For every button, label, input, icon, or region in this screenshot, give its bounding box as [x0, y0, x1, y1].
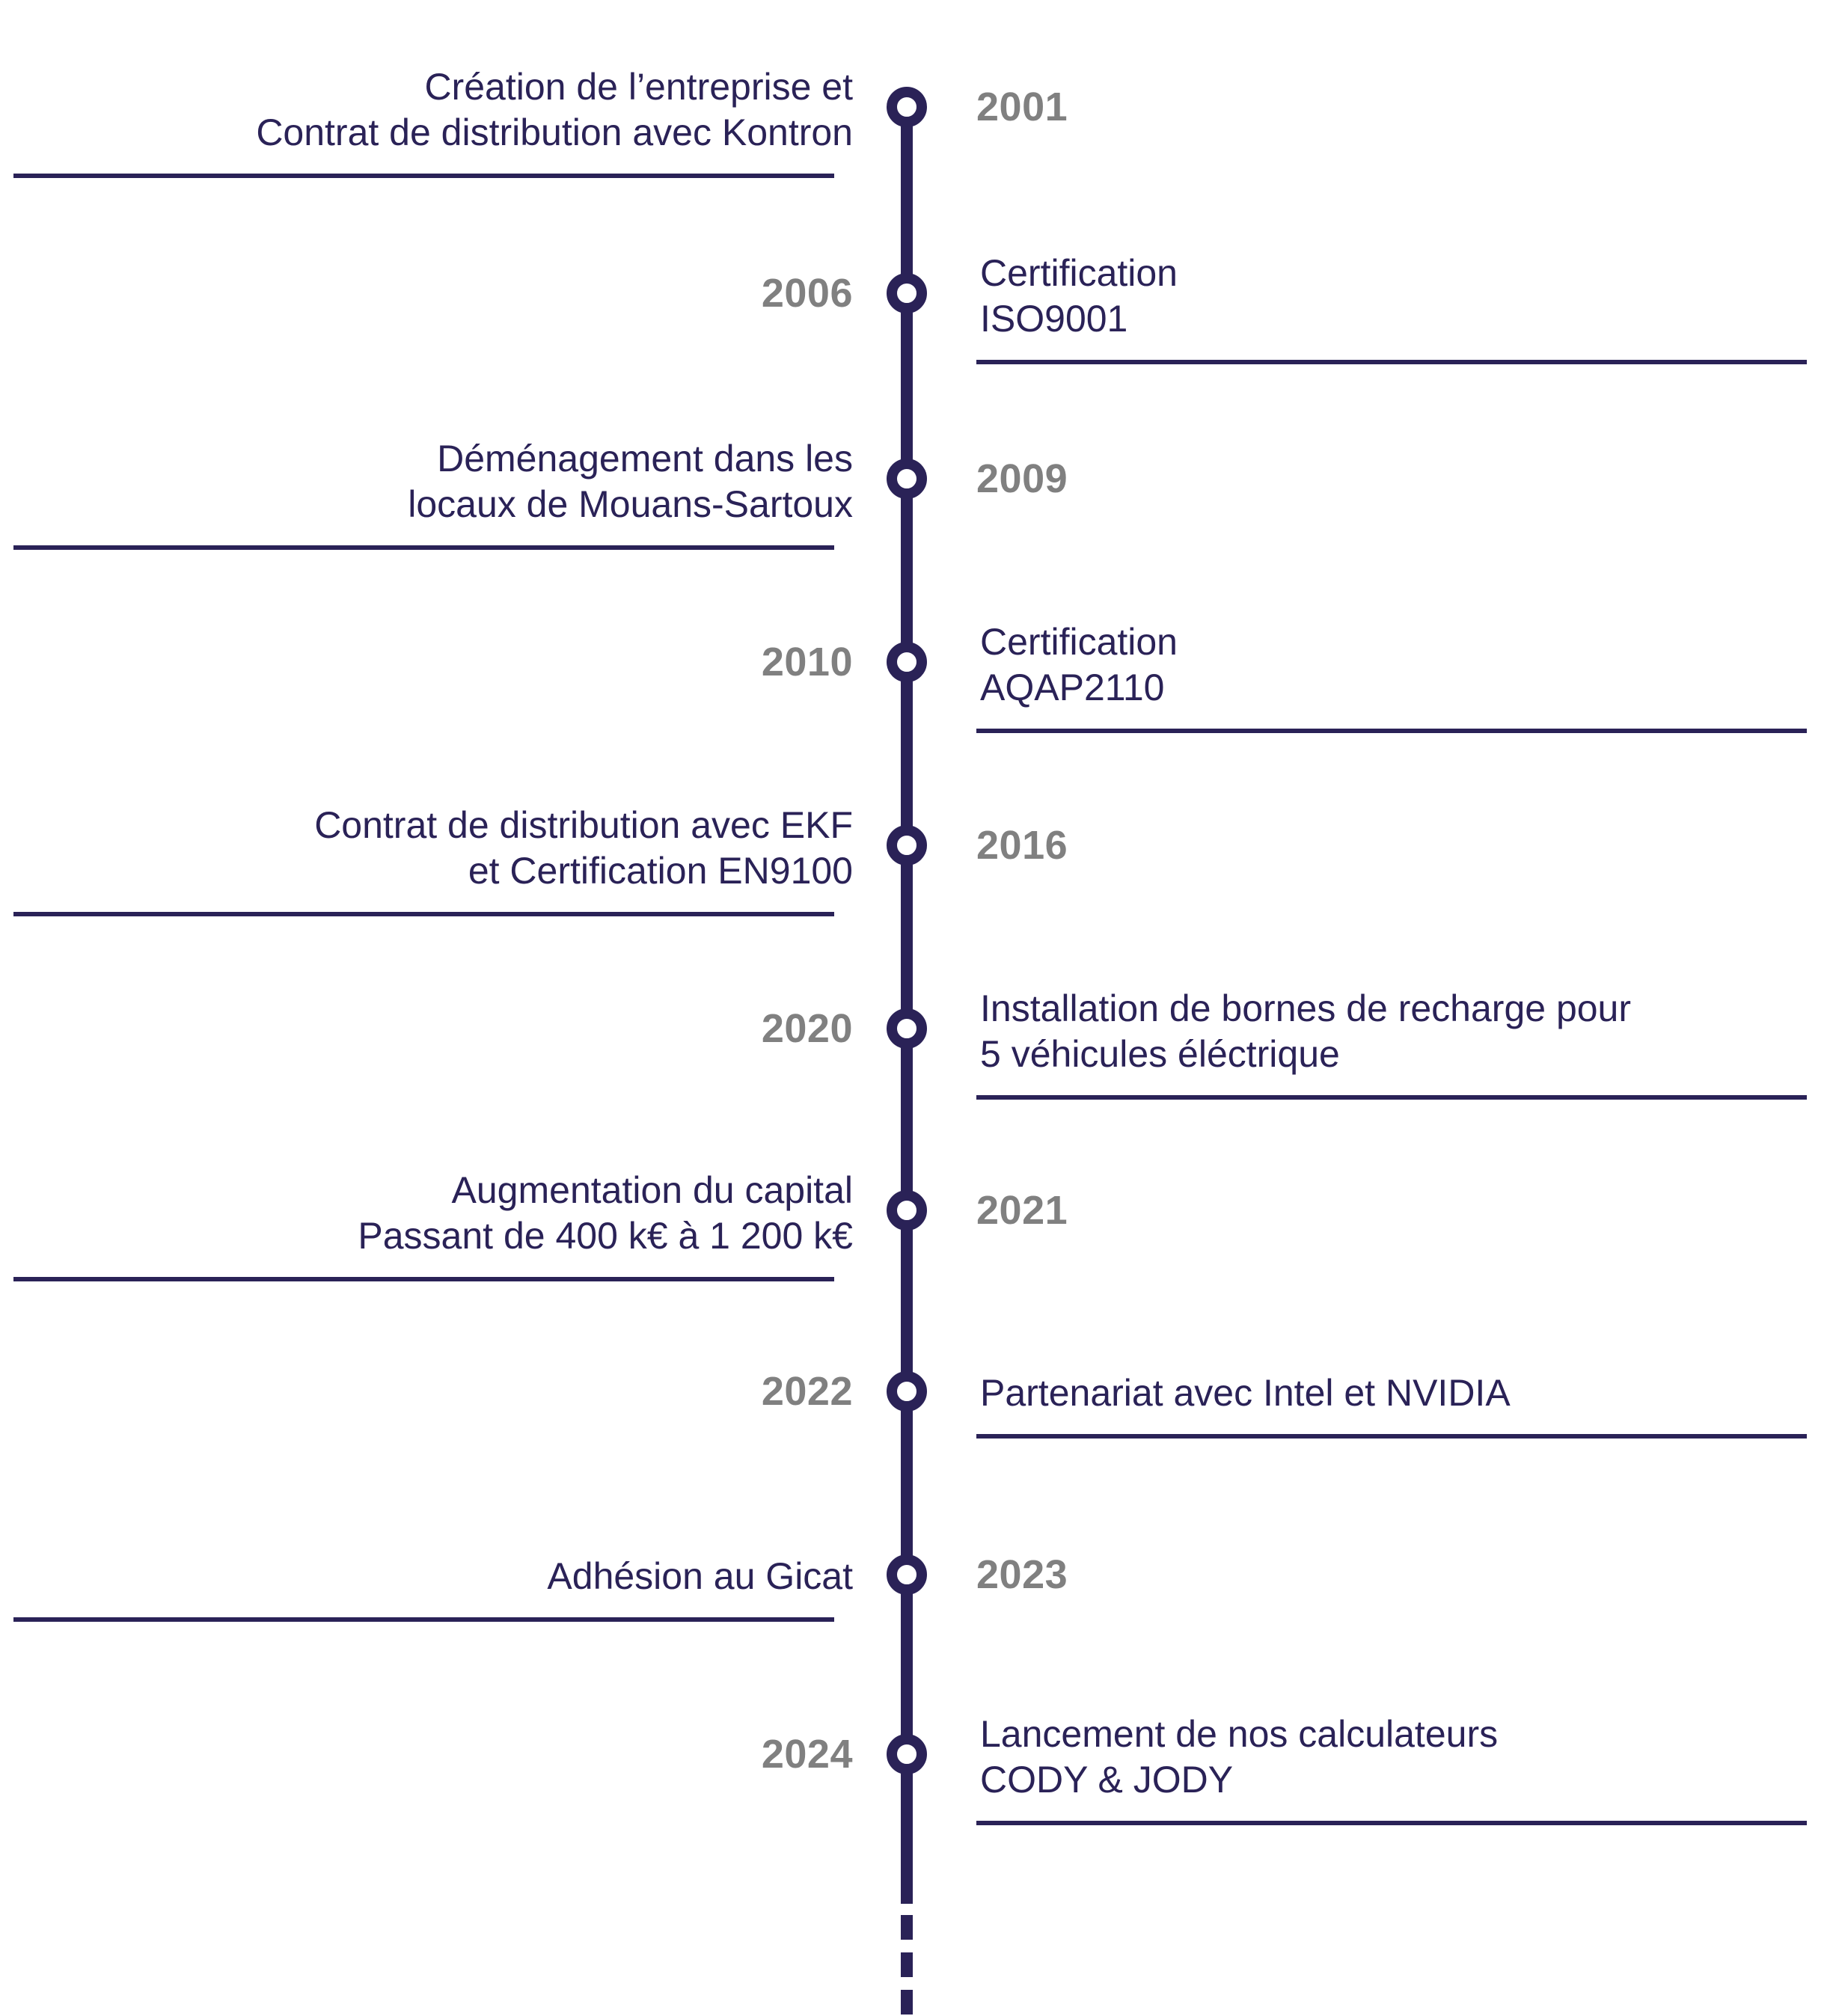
timeline-year-label-2016: 2016 [976, 823, 1068, 868]
timeline-year-label-2021: 2021 [976, 1188, 1068, 1233]
timeline-node-2001[interactable] [887, 87, 927, 127]
axis-dash-segment [901, 1990, 913, 2015]
timeline-node-2010[interactable] [887, 642, 927, 682]
axis-dash-segment [901, 1915, 913, 1940]
timeline-event-line: AQAP2110 [980, 667, 1165, 708]
timeline-axis-dashed-continuation [901, 1915, 913, 2016]
timeline-event-line: Contrat de distribution avec EKF [314, 804, 853, 846]
timeline-year-label-2022: 2022 [761, 1369, 853, 1414]
timeline-node-2023[interactable] [887, 1554, 927, 1595]
timeline-event-line: Installation de bornes de recharge pour [980, 987, 1632, 1029]
timeline-year-label-2010: 2010 [761, 640, 853, 684]
timeline-node-2022[interactable] [887, 1371, 927, 1412]
timeline-event-line: Certification [980, 621, 1178, 663]
timeline-event-line: Contrat de distribution avec Kontron [256, 111, 853, 153]
timeline-event-rule-2023 [13, 1617, 834, 1622]
timeline-event-rule-2020 [976, 1095, 1807, 1100]
timeline-event-rule-2006 [976, 360, 1807, 364]
timeline-year-label-2020: 2020 [761, 1006, 853, 1051]
timeline-node-2021[interactable] [887, 1190, 927, 1231]
timeline-node-2020[interactable] [887, 1008, 927, 1049]
timeline-event-rule-2009 [13, 545, 834, 550]
timeline-event-line: Passant de 400 k€ à 1 200 k€ [358, 1215, 853, 1257]
timeline-event-line: Déménagement dans les [437, 438, 853, 480]
timeline-node-2006[interactable] [887, 273, 927, 313]
axis-dash-segment [901, 1952, 913, 1977]
timeline-event-rule-2016 [13, 912, 834, 916]
timeline-event-line: Partenariat avec Intel et NVIDIA [980, 1371, 1511, 1414]
timeline-event-line: Augmentation du capital [451, 1169, 853, 1211]
timeline-node-2024[interactable] [887, 1734, 927, 1774]
timeline-event-rule-2021 [13, 1277, 834, 1281]
timeline-event-rule-2010 [976, 729, 1807, 733]
timeline-event-text-2023: Adhésion au Gicat [547, 1554, 853, 1599]
timeline-year-label-2024: 2024 [761, 1732, 853, 1777]
timeline-node-2009[interactable] [887, 459, 927, 499]
timeline-year-label-2009: 2009 [976, 456, 1068, 501]
timeline-event-line: Certification [980, 252, 1178, 294]
timeline-node-2016[interactable] [887, 825, 927, 865]
timeline-event-rule-2001 [13, 174, 834, 178]
timeline-event-line: CODY & JODY [980, 1759, 1234, 1801]
timeline-event-line: locaux de Mouans-Sartoux [408, 483, 853, 525]
timeline-year-label-2006: 2006 [761, 271, 853, 316]
timeline-event-line: ISO9001 [980, 298, 1128, 340]
timeline-event-text-2022: Partenariat avec Intel et NVIDIA [980, 1370, 1511, 1416]
timeline-event-rule-2022 [976, 1433, 1807, 1439]
timeline-event-line: Adhésion au Gicat [547, 1554, 853, 1597]
timeline-event-line: Lancement de nos calculateurs [980, 1713, 1499, 1755]
timeline-event-line: Création de l’entreprise et [424, 66, 853, 108]
timeline-event-line: et Certification EN9100 [468, 850, 853, 892]
timeline-year-label-2001: 2001 [976, 85, 1068, 129]
timeline-axis-line [901, 105, 913, 1904]
timeline-event-rule-2024 [976, 1821, 1807, 1825]
timeline-event-line: 5 véhicules éléctrique [980, 1033, 1340, 1075]
timeline-year-label-2023: 2023 [976, 1552, 1068, 1597]
